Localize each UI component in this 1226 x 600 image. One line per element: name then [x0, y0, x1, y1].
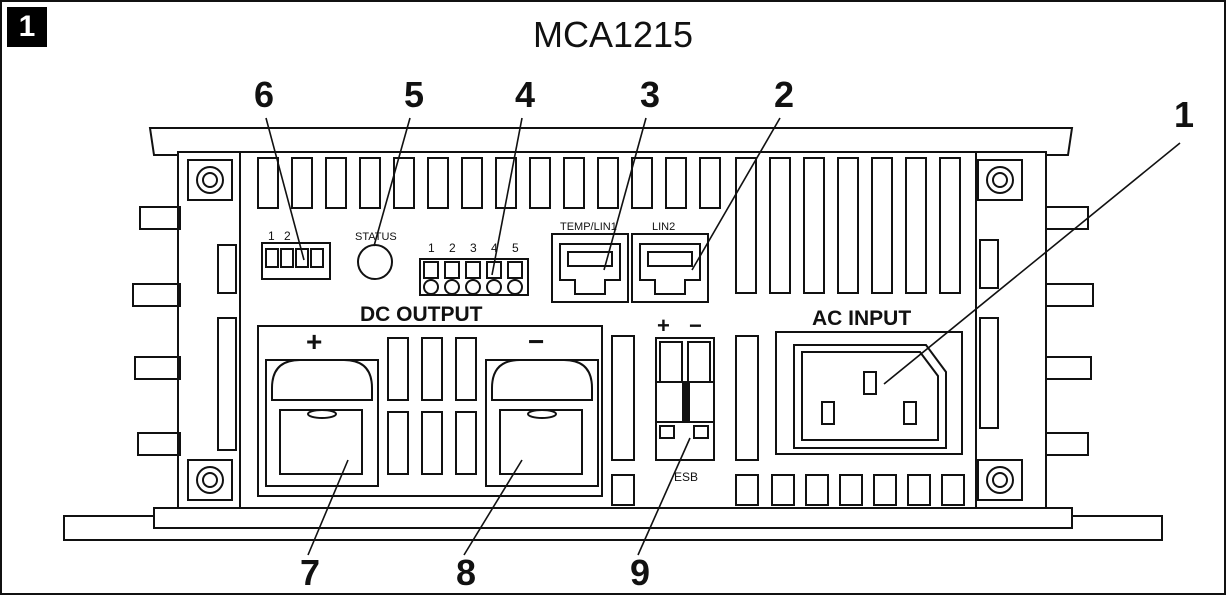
terminal-label-5: 5 [512, 241, 519, 255]
terminal-label-2: 2 [449, 241, 456, 255]
negative-sign: − [528, 326, 544, 357]
left-fins [132, 206, 181, 456]
top-flange [148, 127, 1074, 156]
top-vent-slots [257, 157, 721, 209]
callout-2: 2 [773, 74, 795, 115]
callout-9: 9 [629, 552, 651, 593]
positive-sign: + [306, 326, 322, 357]
terminal-label-1: 1 [428, 241, 435, 255]
diagram-title: MCA1215 [532, 14, 694, 55]
bottom-small-vents [611, 474, 965, 506]
dip-label-2: 2 [284, 229, 291, 243]
temp-lin1-label: TEMP/LIN1 [560, 221, 617, 233]
callout-8: 8 [455, 552, 477, 593]
terminal-block [419, 258, 529, 296]
dip-label-1: 1 [268, 229, 275, 243]
rj-port-temp-lin1 [551, 233, 629, 303]
callout-4: 4 [514, 74, 536, 115]
status-led [357, 244, 393, 280]
dc-output-panel [257, 325, 603, 497]
dc-negative-terminal [485, 359, 599, 487]
leader-lines [265, 117, 1181, 556]
terminal-label-4: 4 [491, 241, 498, 255]
dc-center-vents [387, 337, 477, 475]
lin2-label: LIN2 [652, 221, 675, 233]
dc-positive-terminal [265, 359, 379, 487]
ac-input-label: AC INPUT [812, 307, 911, 330]
terminal-label-3: 3 [470, 241, 477, 255]
esb-connector [655, 337, 715, 461]
callout-5: 5 [403, 74, 425, 115]
right-vent-slots [735, 157, 961, 294]
dc-output-label: DC OUTPUT [360, 303, 483, 326]
ac-inlet [775, 331, 963, 455]
callout-6: 6 [253, 74, 275, 115]
callout-3: 3 [639, 74, 661, 115]
rj-port-lin2 [631, 233, 709, 303]
figure-number-badge: 1 [7, 7, 47, 47]
esb-plus-sign: + [657, 313, 670, 338]
callout-1: 1 [1173, 94, 1195, 135]
right-fins [1045, 206, 1094, 456]
esb-label: ESB [674, 470, 698, 484]
corner-screws [187, 159, 1023, 501]
callout-7: 7 [299, 552, 321, 593]
dip-switch [261, 242, 331, 280]
esb-minus-sign: − [689, 313, 702, 338]
